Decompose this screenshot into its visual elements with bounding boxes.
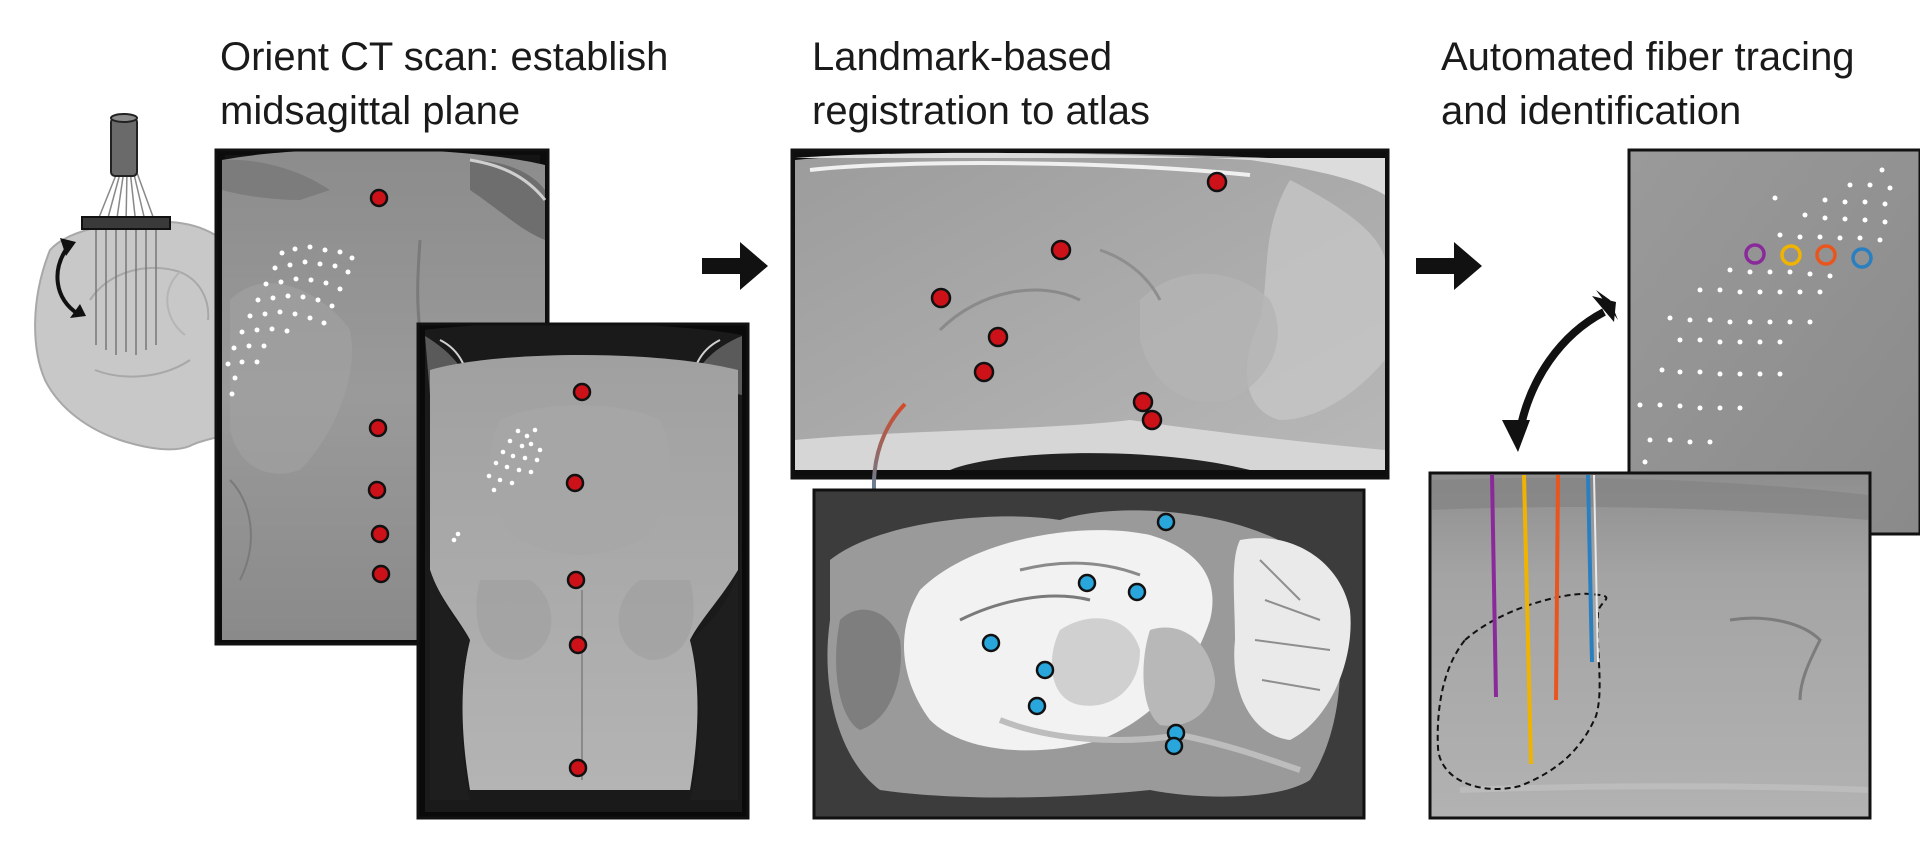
sagittal-landmarks	[930, 171, 1228, 431]
step-2-title-line2: registration to atlas	[812, 89, 1150, 133]
rotate-arrow-icon	[55, 246, 80, 316]
fiber-dots-panel-2	[451, 427, 543, 543]
correspondence-arrow-icon	[1502, 290, 1618, 452]
ct-landmark-dot	[368, 418, 388, 438]
ct-landmark-dot	[568, 758, 588, 778]
ct-landmark-dot	[1132, 391, 1154, 413]
ct-landmark-dot	[572, 382, 592, 402]
ct-sagittal-panel	[790, 148, 1390, 480]
traced-fiber-purple	[1490, 474, 1498, 698]
traced-fiber-orange	[1554, 474, 1560, 701]
brain-outline-schematic	[34, 220, 241, 451]
atlas-landmark-dot	[1164, 736, 1184, 756]
ct-landmark-dot	[930, 287, 952, 309]
ct-landmark-dot	[565, 473, 585, 493]
traced-fiber-blue	[1586, 474, 1594, 663]
ct-landmark-dot	[973, 361, 995, 383]
fiber-marker-yellow	[1780, 244, 1802, 266]
fiber-bundle-icon	[81, 113, 171, 355]
ct-landmarks	[367, 188, 592, 778]
fiber-crosssection-panel	[1627, 148, 1920, 536]
ct-axial-panel-2	[416, 322, 750, 820]
step-1-title-line2: midsagittal plane	[220, 89, 521, 133]
fiber-dots-panel-3	[1637, 167, 1893, 465]
step-arrow-icon	[702, 242, 768, 290]
ct-landmark-dot	[370, 524, 390, 544]
ct-landmark-dot	[367, 480, 387, 500]
ct-landmark-dot	[566, 570, 586, 590]
traced-fiber-yellow	[1522, 474, 1533, 765]
atlas-landmarks	[981, 512, 1186, 756]
implant-schematic	[34, 113, 241, 451]
step-3-title: Automated fiber tracing and identificati…	[1441, 30, 1855, 138]
step-2-title-line1: Landmark-based	[812, 35, 1113, 79]
ct-landmark-dot	[369, 188, 389, 208]
step-2-title: Landmark-based registration to atlas	[812, 30, 1150, 138]
atlas-landmark-dot	[1035, 660, 1055, 680]
fiber-dots-panel-1	[225, 244, 355, 397]
fiber-marker-orange	[1815, 244, 1837, 266]
atlas-landmark-dot	[1127, 582, 1147, 602]
step-3-title-line1: Automated fiber tracing	[1441, 35, 1855, 79]
atlas-sagittal-panel	[812, 488, 1366, 820]
ct-landmark-dot	[1206, 171, 1228, 193]
target-region-outline	[1436, 592, 1608, 790]
ct-landmark-dot	[371, 564, 391, 584]
atlas-landmark-dot	[1156, 512, 1176, 532]
atlas-landmark-dot	[981, 633, 1001, 653]
step-3-title-line2: and identification	[1441, 89, 1742, 133]
fiber-marker-purple	[1744, 243, 1766, 265]
fiber-tracing-panel	[1428, 471, 1872, 820]
step-1-title: Orient CT scan: establish midsagittal pl…	[220, 30, 668, 138]
ct-landmark-dot	[1050, 239, 1072, 261]
atlas-landmark-dot	[1027, 696, 1047, 716]
atlas-landmark-dot	[1077, 573, 1097, 593]
ct-landmark-dot	[1141, 409, 1163, 431]
fiber-marker-blue	[1851, 247, 1873, 269]
ct-landmark-dot	[568, 635, 588, 655]
step-1-title-line1: Orient CT scan: establish	[220, 35, 669, 79]
ct-landmark-dot	[987, 326, 1009, 348]
step-arrow-icon	[1416, 242, 1482, 290]
